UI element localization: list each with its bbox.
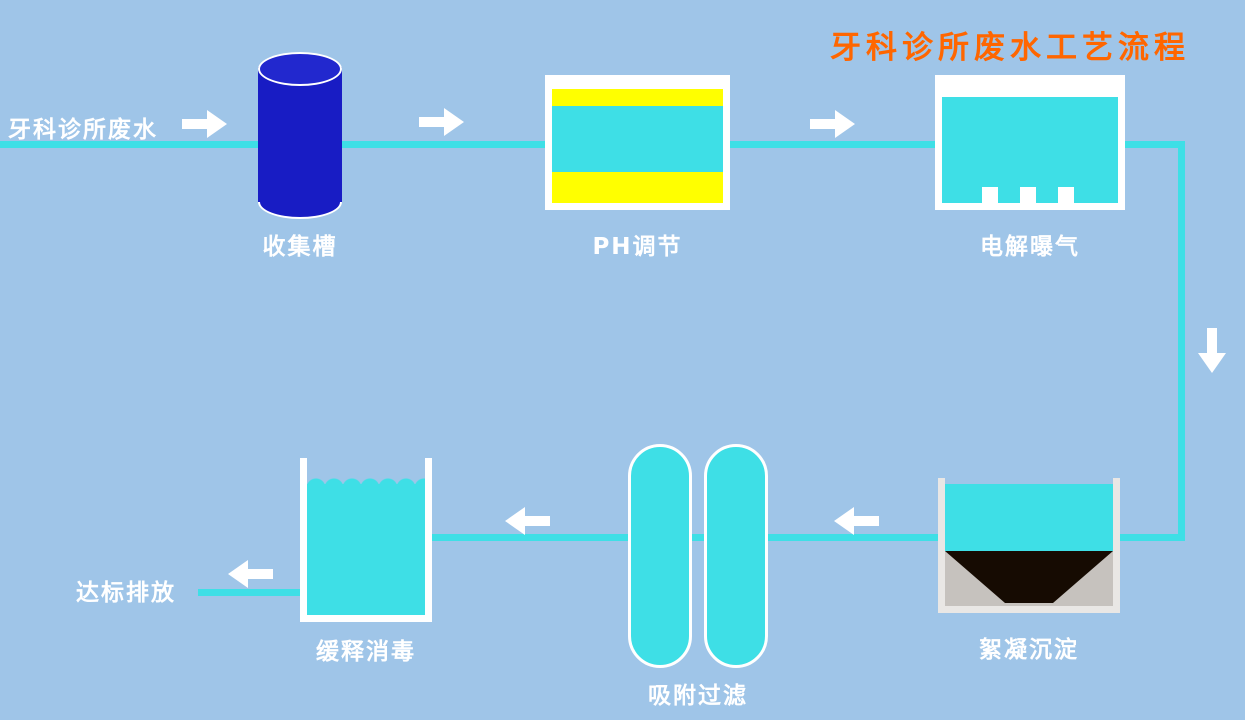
sediment-funnel — [945, 551, 1113, 606]
ph-yellow-layer-bottom — [552, 172, 723, 203]
flow-arrow-left-1 — [833, 503, 879, 539]
flow-arrow-right-1 — [182, 106, 228, 142]
pipe-electrolysis-out-horizontal — [1118, 141, 1185, 148]
electrolysis-aeration-tank — [935, 75, 1125, 210]
ph-adjust-tank — [545, 75, 730, 210]
aeration-notch — [1020, 187, 1036, 203]
ph-adjust-label: PH调节 — [592, 234, 683, 260]
electrolysis-aeration-label: 电解曝气 — [980, 234, 1080, 260]
adsorption-column-1 — [628, 444, 692, 668]
pipe-effluent — [198, 589, 302, 596]
effluent-label: 达标排放 — [76, 580, 176, 606]
influent-label: 牙科诊所废水 — [8, 117, 158, 143]
pipe-into-flocculation — [1110, 534, 1185, 541]
ph-cyan-layer — [552, 106, 723, 172]
flow-arrow-right-3 — [810, 106, 856, 142]
flocculation-sedimentation-label: 絮凝沉淀 — [979, 637, 1079, 663]
slow-release-disinfection-label: 缓释消毒 — [316, 639, 416, 665]
slow-release-disinfection-tank — [300, 458, 432, 622]
adsorption-column-2 — [704, 444, 768, 668]
flocculation-sedimentation-tank — [938, 478, 1120, 613]
aeration-notch — [1058, 187, 1074, 203]
diagram-title: 牙科诊所废水工艺流程 — [830, 30, 1190, 66]
adsorption-filter-label: 吸附过滤 — [648, 683, 748, 709]
flow-arrow-left-2 — [504, 503, 550, 539]
flow-arrow-right-2 — [419, 104, 465, 140]
collection-tank-label: 收集槽 — [262, 234, 338, 260]
disinfection-liquid — [307, 484, 425, 615]
pipe-influent-to-electrolysis — [0, 141, 940, 148]
electrolysis-top-gap — [942, 75, 1118, 97]
flow-arrow-down — [1194, 328, 1230, 374]
flow-arrow-left-3 — [227, 556, 273, 592]
pipe-right-vertical — [1178, 141, 1185, 541]
water-wave — [307, 472, 425, 486]
electrolysis-liquid — [942, 97, 1118, 203]
aeration-notch — [982, 187, 998, 203]
ph-yellow-layer-top — [552, 89, 723, 106]
ph-top-gap — [552, 75, 723, 89]
collection-tank — [258, 52, 342, 219]
flocculation-liquid — [945, 484, 1113, 551]
cylinder-top-ellipse — [258, 52, 342, 86]
cylinder-bottom-cover — [258, 172, 342, 202]
